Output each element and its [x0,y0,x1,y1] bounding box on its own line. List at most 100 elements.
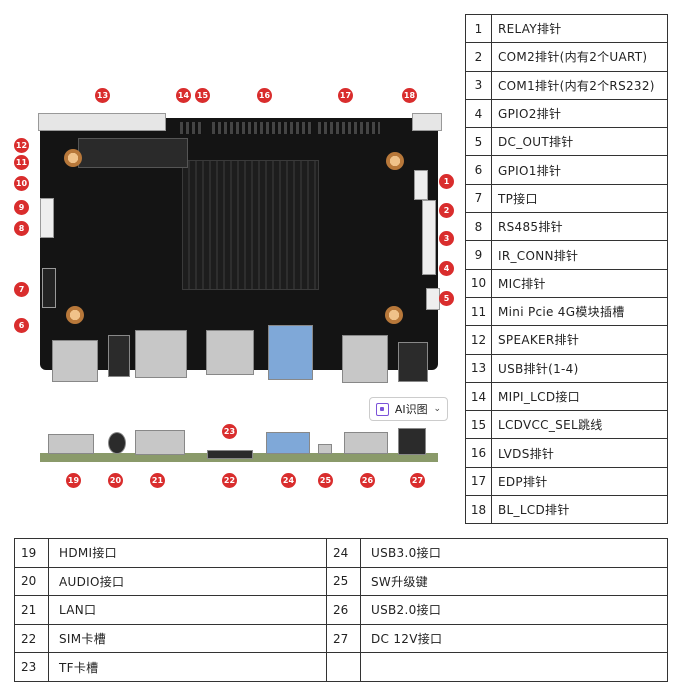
row-number: 11 [465,296,492,327]
callout-27: 27 [410,473,425,488]
row-label: AUDIO接口 [48,566,327,597]
row-label: HDMI接口 [48,538,327,568]
row-number: 4 [465,98,492,129]
mounting-hole [66,306,84,324]
callout-9: 9 [14,200,29,215]
mini-pcie-slot [78,138,188,168]
usb-header-block [38,113,166,131]
callout-11: 11 [14,155,29,170]
callout-22: 22 [222,473,237,488]
callout-4: 4 [439,261,454,276]
row-label: DC_OUT排针 [491,127,668,157]
row-label: LVDS排针 [491,438,668,468]
callout-7: 7 [14,282,29,297]
row-number: 19 [14,538,49,568]
row-number: 13 [465,353,492,383]
usb3-port-edge [266,432,310,454]
mounting-hole [64,149,82,167]
left-header-group [40,198,54,238]
usb2-port-edge [344,432,388,454]
row-label: SW升级键 [360,566,668,597]
callout-19: 19 [66,473,81,488]
ai-scan-icon [376,402,389,416]
row-number: 23 [14,652,49,682]
callout-17: 17 [338,88,353,103]
row-number [326,652,361,682]
lan-port-top [135,330,187,378]
callout-26: 26 [360,473,375,488]
row-label: TP接口 [491,183,668,214]
dc-out-connector [426,288,440,310]
row-number: 2 [465,42,492,72]
chevron-down-icon: ⌄ [433,404,441,414]
row-label [360,652,668,682]
row-number: 17 [465,466,492,497]
mounting-hole [386,152,404,170]
edp-pin-row [318,122,380,134]
callout-5: 5 [439,291,454,306]
callout-1: 1 [439,174,454,189]
row-label: LAN口 [48,595,327,625]
ai-recognize-button[interactable]: AI识图 ⌄ [369,397,448,421]
row-number: 6 [465,155,492,185]
row-number: 12 [465,325,492,355]
callout-2: 2 [439,203,454,218]
row-label: SPEAKER排针 [491,325,668,355]
callout-23: 23 [222,424,237,439]
callout-16: 16 [257,88,272,103]
row-label: GPIO1排针 [491,155,668,185]
lvds-pin-row [212,122,312,134]
lan-port-edge [135,430,185,455]
row-number: 14 [465,381,492,412]
callout-12: 12 [14,138,29,153]
hdmi-port-top [52,340,98,382]
row-number: 16 [465,438,492,468]
row-number: 9 [465,240,492,270]
row-number: 5 [465,127,492,157]
callout-6: 6 [14,318,29,333]
callout-20: 20 [108,473,123,488]
row-number: 25 [326,566,361,597]
row-label: COM2排针(内有2个UART) [491,42,668,72]
sim-tf-slot-edge [207,450,253,459]
row-label: SIM卡槽 [48,623,327,654]
audio-port-edge [108,432,126,454]
row-number: 21 [14,595,49,625]
callout-15: 15 [195,88,210,103]
row-number: 26 [326,595,361,625]
callout-13: 13 [95,88,110,103]
row-label: USB3.0接口 [360,538,668,568]
usb3-port-top [268,325,313,380]
row-label: GPIO2排针 [491,98,668,129]
row-label: TF卡槽 [48,652,327,682]
row-number: 1 [465,13,492,44]
mipi-pin-row [180,122,202,134]
callout-8: 8 [14,221,29,236]
mounting-hole [385,306,403,324]
row-label: IR_CONN排针 [491,240,668,270]
row-number: 27 [326,623,361,654]
row-number: 24 [326,538,361,568]
row-number: 22 [14,623,49,654]
callout-24: 24 [281,473,296,488]
ai-recognize-label: AI识图 [394,403,428,416]
